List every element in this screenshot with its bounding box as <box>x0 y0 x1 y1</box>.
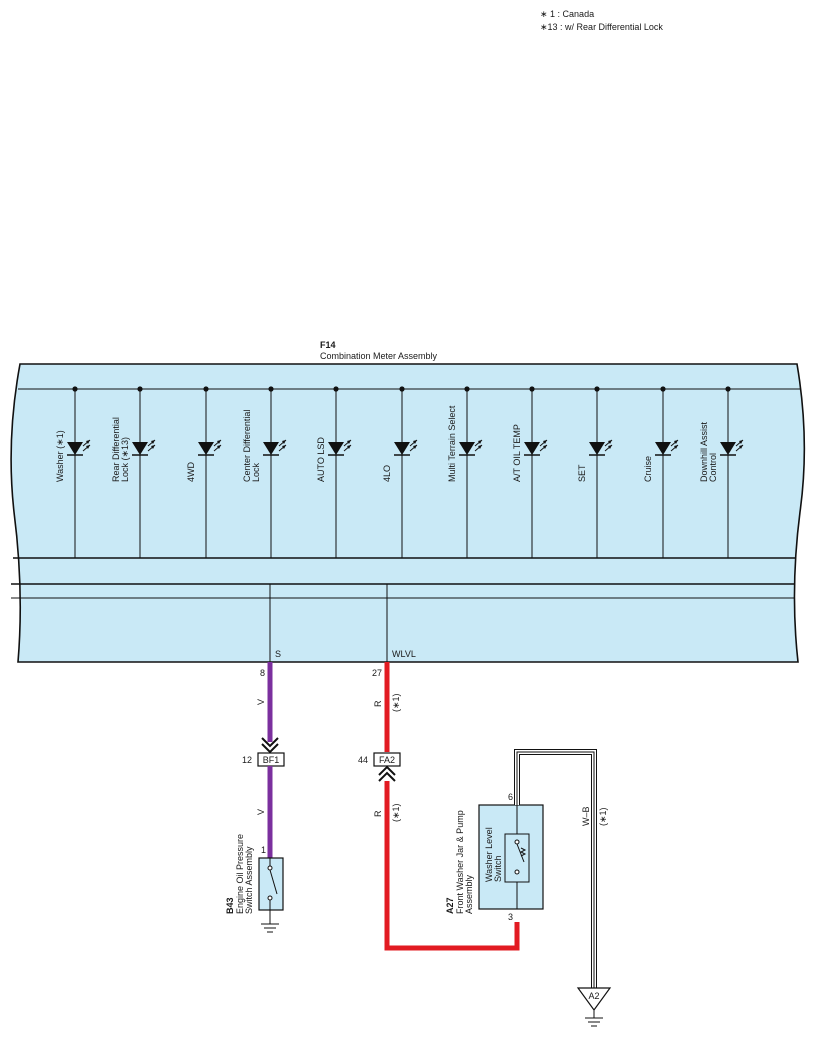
terminal-wlvl-label: WLVL <box>392 649 416 659</box>
indicator-label: Lock (∗13) <box>120 437 130 482</box>
meter-name: Combination Meter Assembly <box>320 351 438 361</box>
level-switch-name-1: Washer Level <box>484 827 494 882</box>
connector-bf1-pin: 12 <box>242 755 252 765</box>
washer-jar-name-2: Assembly <box>464 874 474 914</box>
indicator-label: 4WD <box>186 462 196 483</box>
indicator-label: Control <box>708 453 718 482</box>
indicator-label: A/T OIL TEMP <box>512 424 522 482</box>
violet-wire-label-1: V <box>256 699 266 705</box>
indicator-6: Multi Terrain Select <box>447 386 483 558</box>
connector-arrow-icon <box>378 765 396 782</box>
red-wire-note-2: (∗1) <box>391 803 401 822</box>
indicator-2: 4WD <box>186 386 222 558</box>
pressure-switch-icon <box>267 858 278 910</box>
oil-switch-code: B43 <box>225 897 235 914</box>
washer-jar-code: A27 <box>445 897 455 914</box>
terminal-wlvl-pin: 27 <box>372 668 382 678</box>
indicator-7: A/T OIL TEMP <box>512 386 548 558</box>
meter-code: F14 <box>320 340 336 350</box>
connector-bf1-name: BF1 <box>263 755 280 765</box>
washer-pin-bottom: 3 <box>508 912 513 922</box>
connector-fa2-name: FA2 <box>379 755 395 765</box>
indicator-label: Center Differential <box>242 410 252 482</box>
indicator-label: SET <box>577 464 587 482</box>
ground-point-label: A2 <box>588 991 599 1001</box>
indicator-label: Washer (∗1) <box>55 430 65 482</box>
level-switch-icon <box>514 839 527 875</box>
level-switch-name-2: Switch <box>493 855 503 882</box>
terminal-s-label: S <box>275 649 281 659</box>
oil-switch-pin: 1 <box>261 845 266 855</box>
indicator-label: Rear Differential <box>111 417 121 482</box>
washer-jar-name-1: Front Washer Jar & Pump <box>455 810 465 914</box>
indicator-8: SET <box>577 386 613 558</box>
red-wire-label-2: R <box>373 810 383 817</box>
combination-meter-panel <box>10 363 806 663</box>
note-canada: ∗ 1 : Canada <box>540 9 594 19</box>
terminal-s-pin: 8 <box>260 668 265 678</box>
indicator-9: Cruise <box>643 386 679 558</box>
indicator-label: Lock <box>251 462 261 482</box>
violet-wire-label-2: V <box>256 809 266 815</box>
connector-fa2-pin: 44 <box>358 755 368 765</box>
indicator-label: 4LO <box>382 465 392 482</box>
ground-icon <box>584 1017 604 1027</box>
red-wire-lower <box>384 781 520 951</box>
oil-switch-name-1: Engine Oil Pressure <box>235 834 245 914</box>
red-wire-note-1: (∗1) <box>391 693 401 712</box>
indicator-label: Cruise <box>643 456 653 482</box>
wb-wire-note: (∗1) <box>598 807 608 826</box>
indicator-0: Washer (∗1) <box>55 386 91 558</box>
indicator-4: AUTO LSD <box>316 386 352 558</box>
ground-point-a2 <box>576 987 612 1012</box>
indicator-label: Downhill Assist <box>699 421 709 482</box>
washer-pin-top: 6 <box>508 792 513 802</box>
indicator-label: AUTO LSD <box>316 437 326 482</box>
ground-icon <box>260 923 280 933</box>
wb-wire-label: W–B <box>581 806 591 826</box>
indicator-5: 4LO <box>382 386 418 558</box>
connector-arrow-icon <box>261 737 279 754</box>
note-rear-diff-lock: ∗13 : w/ Rear Differential Lock <box>540 22 663 32</box>
indicator-label: Multi Terrain Select <box>447 405 457 482</box>
red-wire-label-1: R <box>373 700 383 707</box>
oil-switch-name-2: Switch Assembly <box>244 846 254 914</box>
